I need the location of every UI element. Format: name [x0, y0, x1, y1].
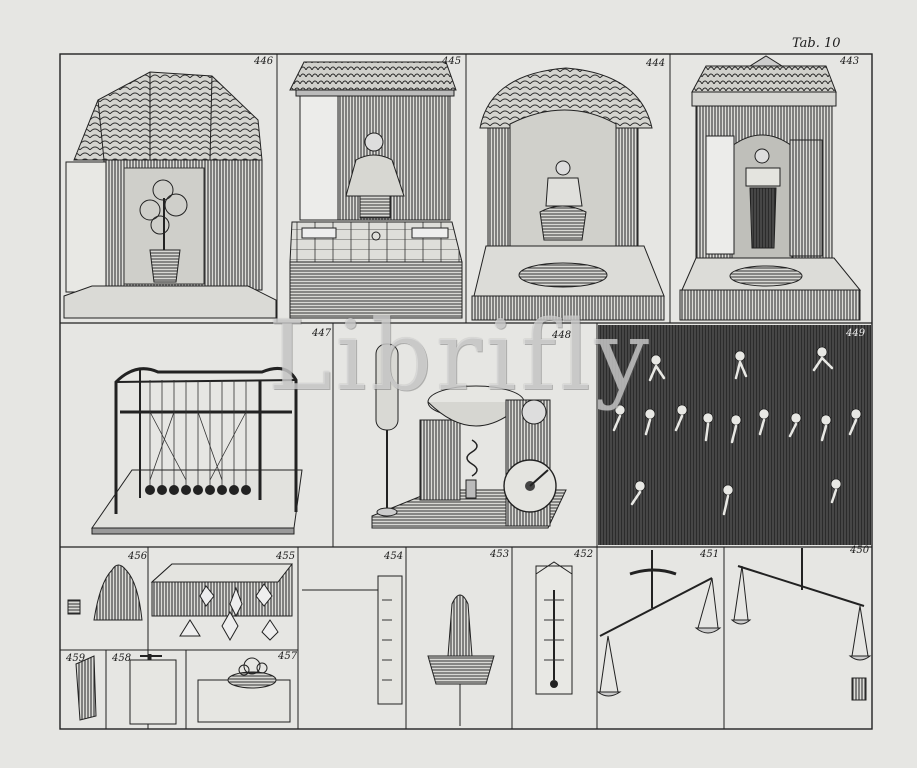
- figure-number-448: 448: [552, 330, 572, 341]
- fig-457-ornament-box: [197, 657, 291, 723]
- figure-number-459: 459: [66, 653, 86, 664]
- fig-456-bell: [67, 564, 143, 621]
- fig-445-automaton-booth: [289, 61, 463, 319]
- fig-453-vessel: [427, 594, 495, 726]
- fig-447-ball-frame: [91, 366, 303, 535]
- fig-455-crystal-box: [150, 563, 294, 642]
- figure-number-452: 452: [574, 549, 594, 560]
- figure-number-454: 454: [384, 551, 404, 562]
- figure-number-450: 450: [850, 545, 870, 556]
- figure-number-445: 445: [442, 56, 462, 67]
- watermark: Librifly: [268, 300, 653, 412]
- fig-454-scale-bar: [302, 575, 403, 705]
- fig-443-portico: [679, 55, 862, 321]
- fig-448-electrical-machine: [371, 343, 567, 529]
- fig-451-balance: [596, 550, 722, 697]
- fig-444-domed-niche: [471, 67, 665, 321]
- fig-459-prism: [75, 655, 97, 721]
- figure-number-443: 443: [840, 56, 860, 67]
- plate-title: Tab. 10: [792, 36, 841, 51]
- fig-449-figures-panel: [598, 325, 871, 545]
- figure-number-456: 456: [128, 551, 148, 562]
- figure-number-449: 449: [846, 328, 866, 339]
- figure-number-458: 458: [112, 653, 132, 664]
- figure-number-453: 453: [490, 549, 510, 560]
- figure-number-451: 451: [700, 549, 720, 560]
- fig-446-tree-cabinet: [63, 71, 277, 319]
- fig-450-balance: [730, 548, 872, 701]
- figure-number-447: 447: [312, 328, 332, 339]
- fig-452-thermometer: [535, 561, 573, 695]
- fig-458-stand: [129, 654, 177, 725]
- figure-number-455: 455: [276, 551, 296, 562]
- figure-number-444: 444: [646, 58, 666, 69]
- figure-number-446: 446: [254, 56, 274, 67]
- figure-number-457: 457: [278, 651, 298, 662]
